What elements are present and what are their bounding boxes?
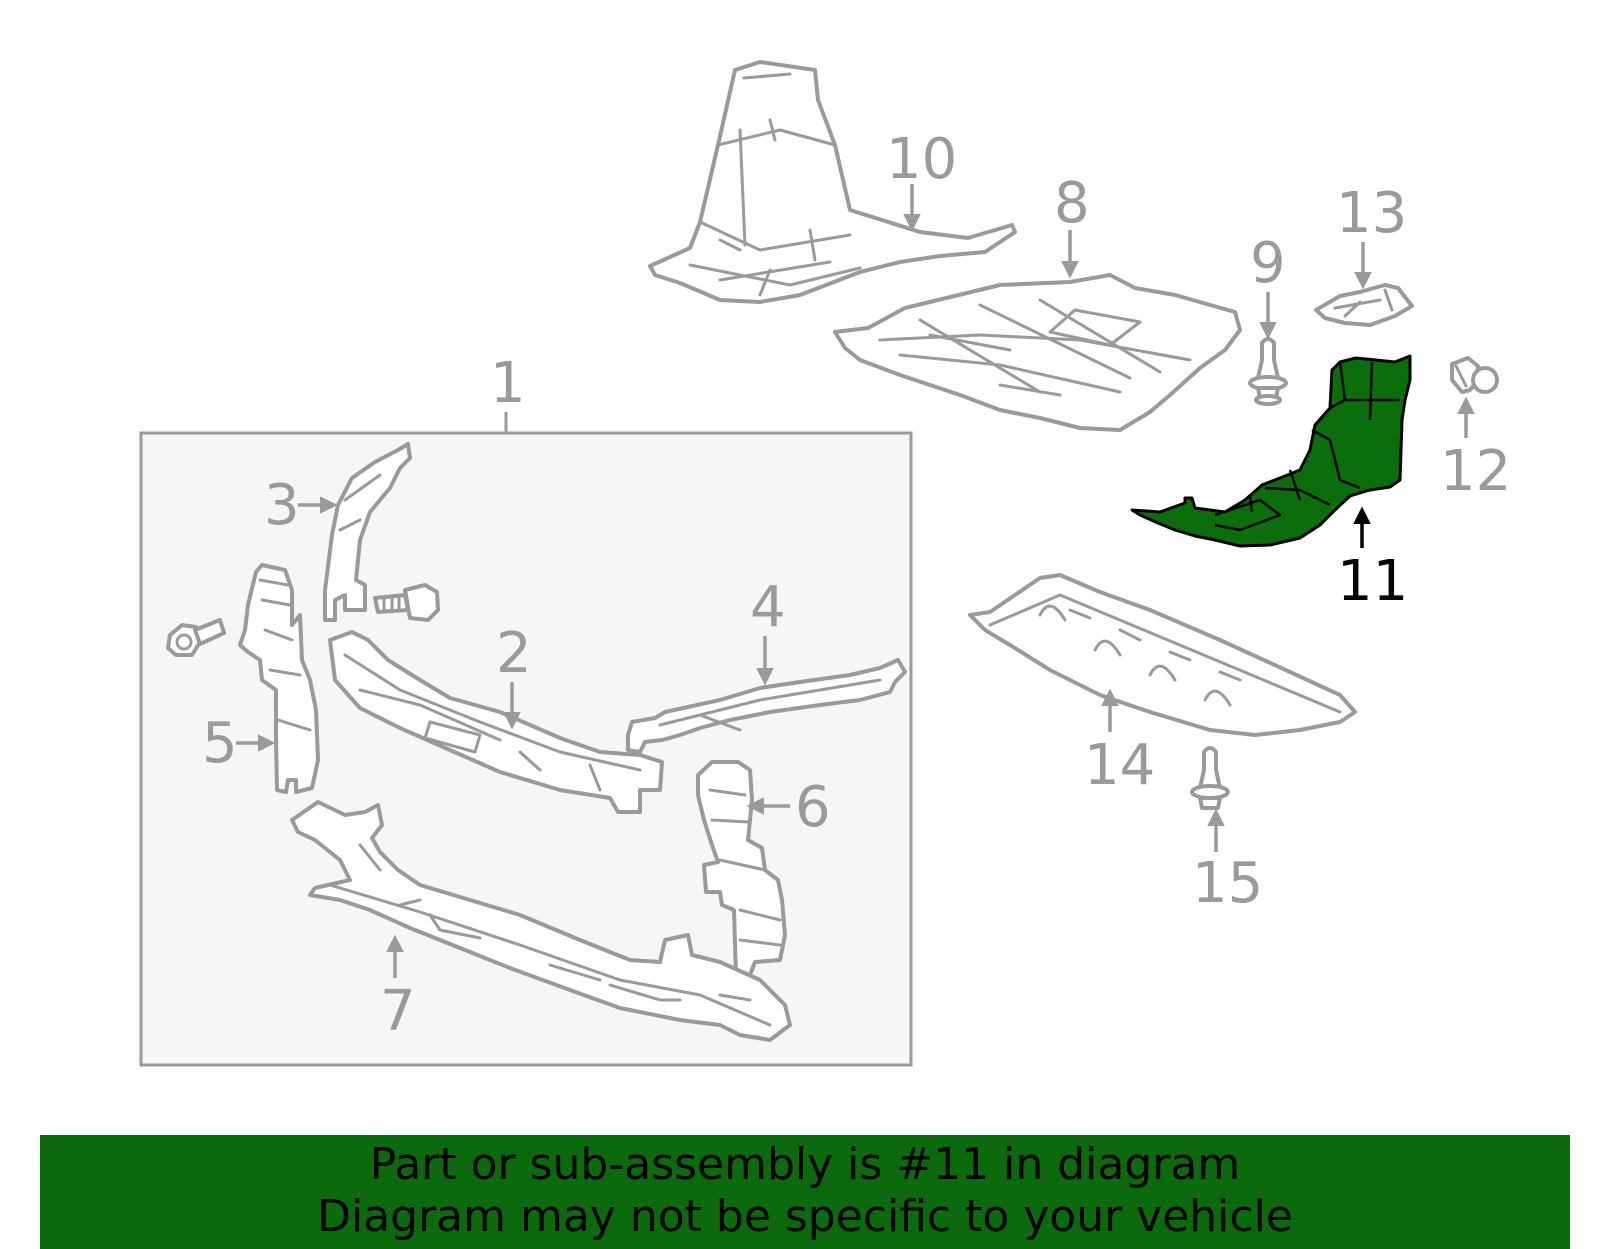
callout-10-label: 10 bbox=[886, 127, 957, 192]
part-10[interactable] bbox=[648, 60, 1017, 304]
callout-8: 8 bbox=[1054, 171, 1090, 279]
callout-5: 5 bbox=[202, 711, 276, 776]
callout-13: 13 bbox=[1336, 181, 1407, 290]
part-8[interactable] bbox=[833, 273, 1242, 432]
callout-15: 15 bbox=[1192, 808, 1263, 916]
part-13[interactable] bbox=[1314, 283, 1414, 327]
bolt-center[interactable] bbox=[373, 583, 440, 622]
callout-6-label: 6 bbox=[795, 775, 831, 840]
callout-5-label: 5 bbox=[202, 711, 238, 776]
callout-13-label: 13 bbox=[1336, 181, 1407, 246]
part-3[interactable] bbox=[323, 442, 412, 622]
part-15[interactable] bbox=[1190, 746, 1230, 810]
part-11[interactable] bbox=[1130, 354, 1412, 548]
banner-disclaimer-text: Diagram may not be specific to your vehi… bbox=[317, 1191, 1293, 1242]
callout-11: 11 bbox=[1337, 506, 1408, 614]
part-9[interactable] bbox=[1248, 337, 1288, 406]
callout-1-label: 1 bbox=[490, 351, 526, 416]
callout-6: 6 bbox=[746, 775, 831, 840]
part-12[interactable] bbox=[1450, 356, 1499, 394]
callout-15-label: 15 bbox=[1192, 851, 1263, 916]
callout-9-label: 9 bbox=[1250, 231, 1286, 296]
callout-2-label: 2 bbox=[496, 621, 532, 686]
info-banner: Part or sub-assembly is #11 in diagram D… bbox=[40, 1135, 1570, 1249]
callout-3-label: 3 bbox=[264, 473, 300, 538]
callout-10: 10 bbox=[886, 127, 957, 232]
callout-4: 4 bbox=[750, 575, 786, 686]
callout-4-label: 4 bbox=[750, 575, 786, 640]
callout-12: 12 bbox=[1440, 396, 1511, 504]
part-14[interactable] bbox=[968, 573, 1357, 737]
bolt-left[interactable] bbox=[166, 618, 226, 657]
banner-part-number-text: Part or sub-assembly is #11 in diagram bbox=[369, 1139, 1241, 1190]
callout-12-label: 12 bbox=[1440, 439, 1511, 504]
callout-8-label: 8 bbox=[1054, 171, 1090, 236]
callout-14-label: 14 bbox=[1084, 733, 1155, 798]
callout-11-label: 11 bbox=[1337, 549, 1408, 614]
part-7[interactable] bbox=[290, 800, 792, 1042]
callout-14: 14 bbox=[1084, 688, 1155, 798]
callout-3: 3 bbox=[264, 473, 338, 538]
callout-7-label: 7 bbox=[380, 979, 416, 1044]
part-5[interactable] bbox=[238, 563, 320, 794]
callout-2: 2 bbox=[496, 621, 532, 730]
part-2[interactable] bbox=[328, 630, 664, 814]
info-banner-background bbox=[40, 1135, 1570, 1249]
part-4[interactable] bbox=[626, 658, 907, 754]
callout-9: 9 bbox=[1250, 231, 1286, 340]
callout-7: 7 bbox=[380, 934, 416, 1044]
